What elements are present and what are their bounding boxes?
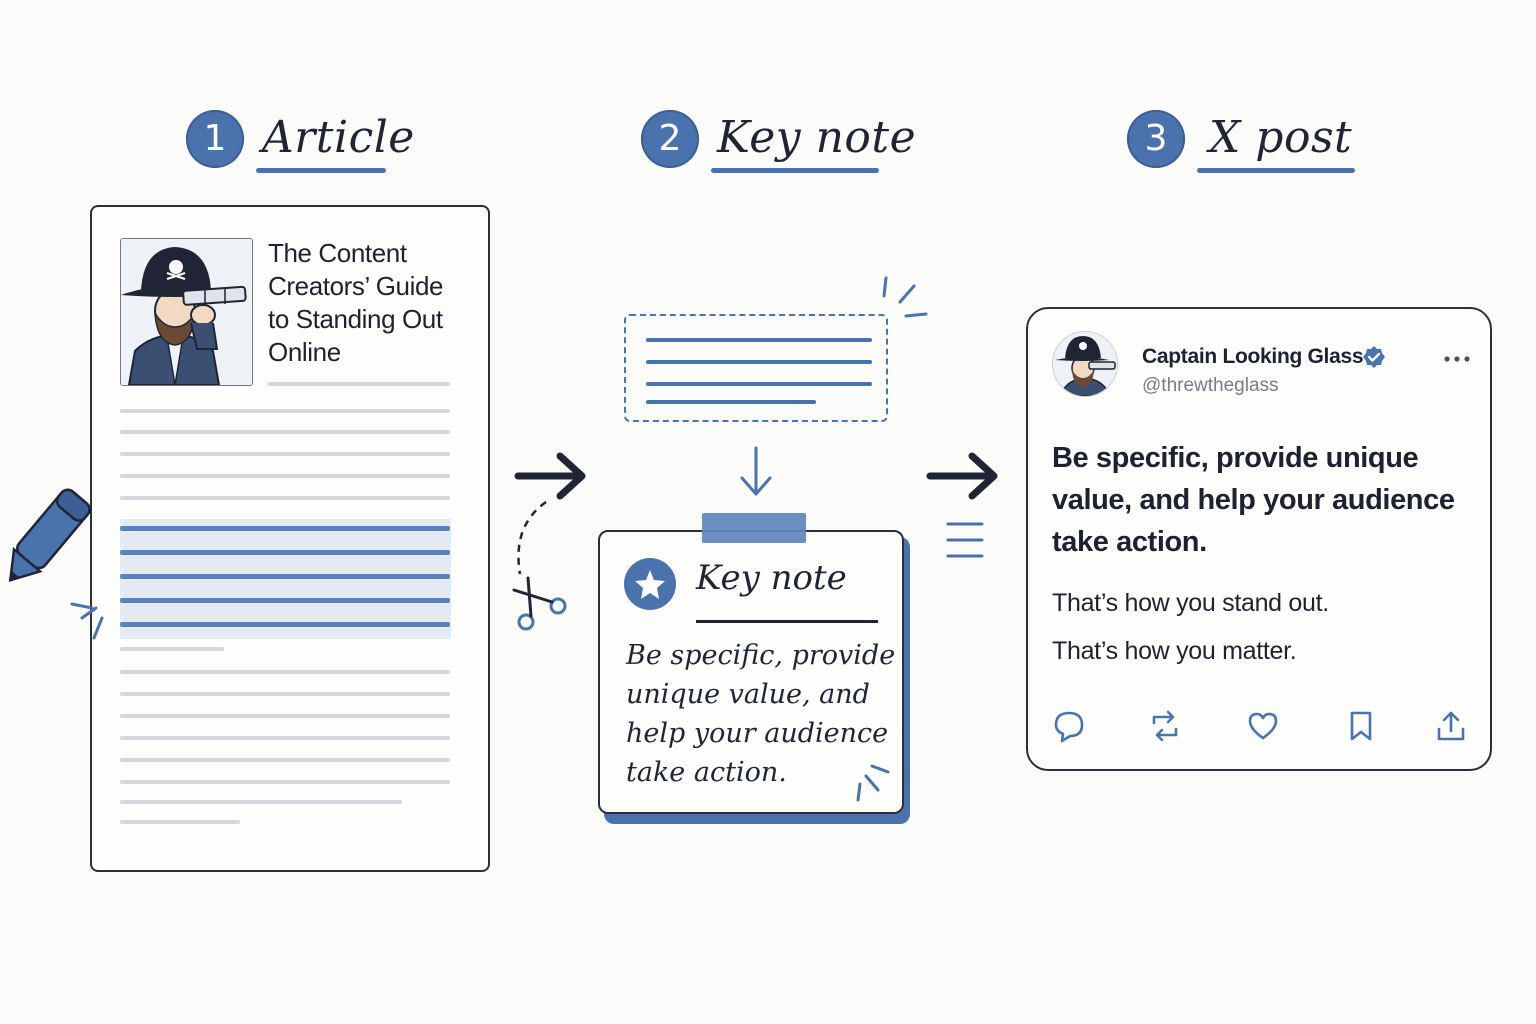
key-note-card: Key note Be specific, provide unique val… <box>598 530 904 814</box>
x-post-card: Captain Looking Glass @threwtheglass Be … <box>1026 307 1492 771</box>
step-keynote-header: 2 Key note <box>641 108 916 188</box>
tape-strip <box>702 513 806 543</box>
text-line <box>120 736 450 740</box>
arrow-right-icon <box>514 452 586 500</box>
text-line <box>120 780 450 784</box>
excerpt-line <box>646 400 816 404</box>
step-xpost-header: 3 X post <box>1127 108 1367 188</box>
step-article-header: 1 Article <box>186 108 414 188</box>
highlighted-line <box>120 598 450 603</box>
selected-excerpt <box>624 314 888 422</box>
pen-icon <box>8 488 104 640</box>
display-name[interactable]: Captain Looking Glass <box>1142 345 1364 368</box>
text-line <box>120 409 450 413</box>
post-line: That’s how you stand out. <box>1052 589 1329 617</box>
pirate-illustration <box>120 238 253 386</box>
article-title: The Content Creators’ Guide to Standing … <box>268 238 444 367</box>
step-underline <box>711 168 879 173</box>
repost-icon[interactable] <box>1148 709 1182 743</box>
text-line <box>120 692 450 696</box>
post-line: That’s how you matter. <box>1052 637 1297 665</box>
text-line <box>120 758 450 762</box>
step-number: 1 <box>186 110 244 168</box>
text-line <box>120 670 450 674</box>
text-line <box>120 474 450 478</box>
excerpt-line <box>646 382 872 386</box>
avatar[interactable] <box>1052 331 1118 397</box>
text-line <box>268 382 450 386</box>
text-line <box>120 647 224 651</box>
handle[interactable]: @threwtheglass <box>1142 375 1279 396</box>
bookmark-icon[interactable] <box>1344 709 1378 743</box>
text-line <box>120 800 402 804</box>
highlighted-line <box>120 574 450 579</box>
highlighted-line <box>120 622 450 627</box>
text-line <box>120 452 450 456</box>
step-title: Article <box>262 112 415 163</box>
reply-icon[interactable] <box>1052 709 1086 743</box>
highlighted-line <box>120 526 450 531</box>
lines-icon <box>946 522 984 558</box>
more-icon[interactable] <box>1442 353 1472 365</box>
step-title: Key note <box>717 112 917 163</box>
step-underline <box>1197 168 1355 173</box>
highlighted-passage <box>120 519 451 639</box>
arrow-down-icon <box>740 446 772 496</box>
article-card: The Content Creators’ Guide to Standing … <box>90 205 490 872</box>
key-note-title: Key note <box>696 558 847 598</box>
star-icon <box>624 558 676 610</box>
text-line <box>120 820 240 824</box>
text-line <box>120 496 450 500</box>
text-line <box>120 714 450 718</box>
verified-icon <box>1363 346 1385 368</box>
sparkle-icon <box>856 764 890 802</box>
like-icon[interactable] <box>1246 709 1280 743</box>
excerpt-line <box>646 338 872 342</box>
step-underline <box>256 168 386 173</box>
sparkle-icon <box>882 276 928 318</box>
key-note-body: Be specific, provide unique value, and h… <box>626 640 896 788</box>
scissors-icon <box>512 500 567 631</box>
arrow-right-icon <box>926 452 998 500</box>
excerpt-line <box>646 360 872 364</box>
post-headline: Be specific, provide unique value, and h… <box>1052 442 1455 558</box>
step-number: 2 <box>641 110 699 168</box>
text-line <box>120 430 450 434</box>
share-icon[interactable] <box>1434 709 1468 743</box>
highlighted-line <box>120 550 450 555</box>
step-number: 3 <box>1127 110 1185 168</box>
key-note-rule <box>696 620 878 623</box>
step-title: X post <box>1209 112 1353 163</box>
